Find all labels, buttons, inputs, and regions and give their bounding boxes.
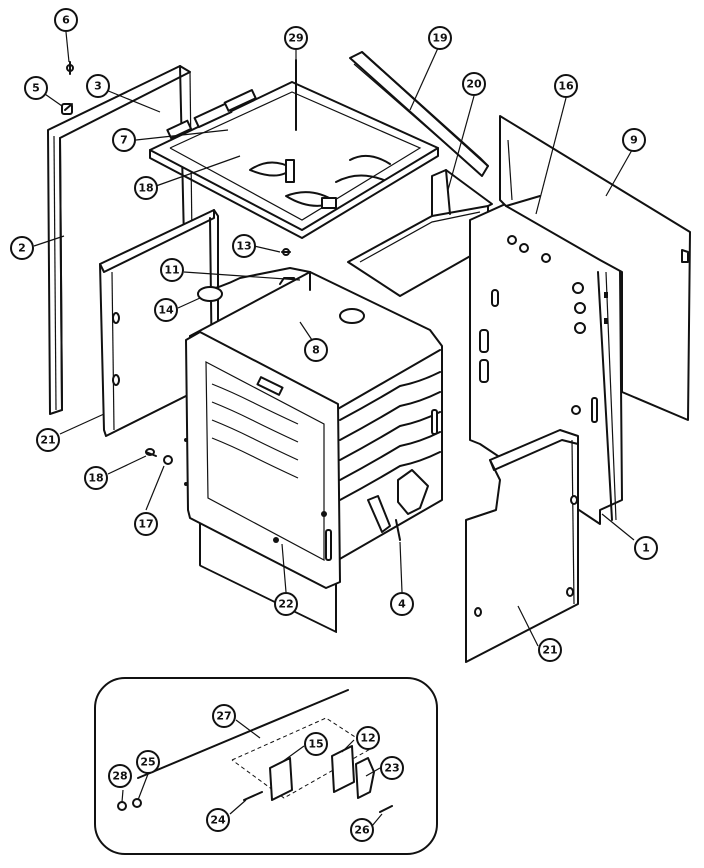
part-door-latch xyxy=(367,469,429,541)
callout-15: 15 xyxy=(304,732,328,756)
callout-16: 16 xyxy=(554,74,578,98)
part-screw-top xyxy=(66,61,74,75)
callout-25: 25 xyxy=(136,750,160,774)
callout-27: 27 xyxy=(212,704,236,728)
callout-17: 17 xyxy=(134,512,158,536)
callout-18-left: 18 xyxy=(84,466,108,490)
callout-3: 3 xyxy=(86,74,110,98)
svg-text:13: 13 xyxy=(236,240,251,253)
callout-6: 6 xyxy=(54,8,78,32)
part-top-support-pan xyxy=(149,59,439,239)
callout-1: 1 xyxy=(634,536,658,560)
svg-text:21: 21 xyxy=(542,644,557,657)
svg-text:3: 3 xyxy=(94,80,102,93)
part-nut-left xyxy=(163,455,173,465)
callout-22: 22 xyxy=(274,592,298,616)
part-right-side-panel xyxy=(465,429,579,663)
callout-24: 24 xyxy=(206,808,230,832)
callout-12: 12 xyxy=(356,726,380,750)
svg-text:22: 22 xyxy=(278,598,293,611)
callout-21-right: 21 xyxy=(538,638,562,662)
svg-text:12: 12 xyxy=(360,732,375,745)
callout-5: 5 xyxy=(24,76,48,100)
part-screw-left xyxy=(145,448,157,457)
callout-18-top: 18 xyxy=(134,176,158,200)
svg-text:4: 4 xyxy=(398,598,406,611)
svg-text:20: 20 xyxy=(466,78,482,91)
callout-28: 28 xyxy=(108,764,132,788)
part-oven-cavity xyxy=(184,271,443,633)
callout-11: 11 xyxy=(160,258,184,282)
part-trim-strip xyxy=(349,51,489,177)
svg-text:8: 8 xyxy=(312,344,320,357)
svg-text:24: 24 xyxy=(210,814,226,827)
callout-9: 9 xyxy=(622,128,646,152)
callout-13: 13 xyxy=(232,234,256,258)
svg-text:9: 9 xyxy=(630,134,638,147)
callout-4: 4 xyxy=(390,592,414,616)
part-screw-13 xyxy=(281,248,291,256)
callout-19: 19 xyxy=(428,26,452,50)
callout-26: 26 xyxy=(350,818,374,842)
svg-text:29: 29 xyxy=(288,32,303,45)
svg-text:18: 18 xyxy=(138,182,153,195)
svg-text:1: 1 xyxy=(642,542,650,555)
svg-text:11: 11 xyxy=(164,264,179,277)
leader-lines xyxy=(33,31,635,827)
svg-text:28: 28 xyxy=(112,770,127,783)
callout-14: 14 xyxy=(154,298,178,322)
callout-2: 2 xyxy=(10,236,34,260)
callout-29: 29 xyxy=(284,26,308,50)
svg-text:14: 14 xyxy=(158,304,174,317)
callout-7: 7 xyxy=(112,128,136,152)
part-clip xyxy=(61,103,73,115)
svg-text:26: 26 xyxy=(354,824,370,837)
svg-text:16: 16 xyxy=(558,80,574,93)
svg-text:21: 21 xyxy=(40,434,55,447)
svg-text:15: 15 xyxy=(308,738,323,751)
callout-20: 20 xyxy=(462,72,486,96)
svg-text:17: 17 xyxy=(138,518,153,531)
svg-text:7: 7 xyxy=(120,134,128,147)
svg-text:2: 2 xyxy=(18,242,26,255)
svg-text:23: 23 xyxy=(384,762,399,775)
callout-8: 8 xyxy=(304,338,328,362)
svg-text:18: 18 xyxy=(88,472,103,485)
part-rear-panel xyxy=(469,191,623,525)
svg-text:6: 6 xyxy=(62,14,70,27)
svg-text:25: 25 xyxy=(140,756,155,769)
svg-text:19: 19 xyxy=(432,32,447,45)
callout-21-left: 21 xyxy=(36,428,60,452)
svg-text:5: 5 xyxy=(32,82,40,95)
part-back-panel xyxy=(499,115,691,421)
callout-23: 23 xyxy=(380,756,404,780)
svg-text:27: 27 xyxy=(216,710,231,723)
